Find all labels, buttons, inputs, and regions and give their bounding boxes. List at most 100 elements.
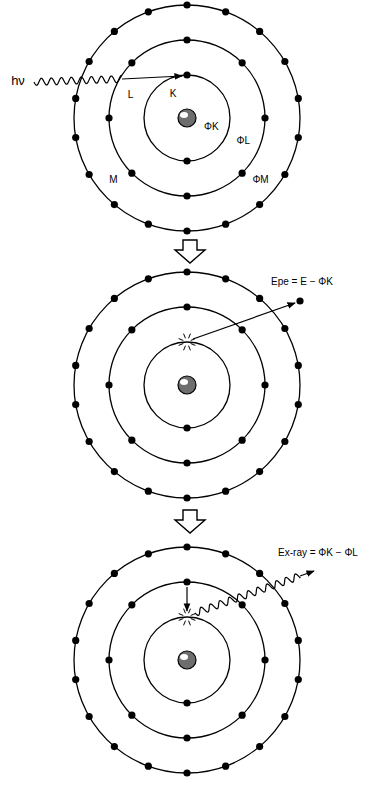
vacancy-burst	[184, 609, 186, 614]
electron	[222, 550, 229, 557]
electron	[295, 95, 302, 102]
electron-shell	[74, 272, 300, 498]
electron	[111, 468, 118, 475]
shell-label: M	[108, 174, 118, 186]
binding-energy-label: ΦK	[203, 121, 220, 133]
binding-energy-label: ΦM	[251, 174, 269, 186]
binding-energy-label: ΦL	[236, 135, 252, 147]
electron	[145, 221, 152, 228]
electron	[72, 676, 79, 683]
electron	[239, 59, 246, 66]
vacancy-burst	[191, 614, 196, 616]
electron	[105, 381, 112, 388]
electron	[295, 134, 302, 141]
vacancy-burst	[179, 619, 184, 621]
shell-label: L	[127, 89, 135, 101]
electron	[183, 699, 190, 706]
electron	[281, 438, 288, 445]
electron	[72, 637, 79, 644]
electron	[183, 578, 190, 585]
electron	[261, 656, 268, 663]
nucleus-highlight	[180, 654, 188, 660]
electron	[256, 201, 263, 208]
electron	[295, 676, 302, 683]
xray-wave	[195, 574, 300, 616]
electron	[111, 201, 118, 208]
nucleus-highlight	[180, 112, 188, 118]
electron	[281, 325, 288, 332]
electron	[295, 362, 302, 369]
electron	[256, 295, 263, 302]
electron	[239, 437, 246, 444]
step-arrow	[175, 510, 205, 533]
electron	[86, 325, 93, 332]
electron	[105, 114, 112, 121]
electron	[183, 494, 190, 501]
electron	[128, 326, 135, 333]
electron	[183, 36, 190, 43]
electron	[183, 157, 190, 164]
vacancy-burst	[179, 344, 184, 346]
vacancy-burst	[189, 334, 191, 339]
electron	[145, 8, 152, 15]
electron	[183, 268, 190, 275]
atoms	[72, 1, 302, 776]
electron	[72, 401, 79, 408]
electron	[222, 221, 229, 228]
vacancy-burst	[189, 346, 191, 351]
photon-arrow	[122, 76, 182, 79]
electron	[239, 601, 246, 608]
atom	[72, 1, 302, 234]
electron	[256, 468, 263, 475]
electron	[222, 8, 229, 15]
electron	[128, 712, 135, 719]
electron-shell	[109, 307, 265, 463]
electron	[183, 459, 190, 466]
electron	[295, 401, 302, 408]
electron-shell	[109, 40, 265, 196]
electron	[128, 437, 135, 444]
step-arrow	[175, 240, 205, 263]
electron	[222, 488, 229, 495]
photoelectron	[296, 297, 303, 304]
nucleus-highlight	[180, 379, 188, 385]
electron	[183, 543, 190, 550]
electron	[239, 712, 246, 719]
electron	[183, 227, 190, 234]
vacancy-burst	[184, 346, 186, 351]
electron	[256, 743, 263, 750]
electron	[128, 601, 135, 608]
electron	[239, 170, 246, 177]
photon-label: hν	[10, 73, 26, 88]
electron	[183, 192, 190, 199]
electron	[281, 713, 288, 720]
electron	[145, 275, 152, 282]
electron-shell	[144, 617, 230, 703]
vacancy-burst	[191, 344, 196, 346]
electron-shell	[109, 582, 265, 738]
vacancy-burst	[184, 621, 186, 626]
electron	[111, 28, 118, 35]
electron	[128, 170, 135, 177]
electron	[105, 656, 112, 663]
electron-shell	[144, 75, 230, 161]
electron	[183, 734, 190, 741]
electron	[183, 303, 190, 310]
atom	[72, 543, 302, 776]
electron	[145, 550, 152, 557]
nucleus	[178, 109, 196, 127]
electron	[86, 171, 93, 178]
electron	[281, 58, 288, 65]
electron	[256, 570, 263, 577]
electron	[183, 424, 190, 431]
vacancy-burst	[189, 621, 191, 626]
electron	[183, 71, 190, 78]
electron	[145, 763, 152, 770]
energy-equation: Ex-ray = ΦK − ΦL	[277, 547, 359, 559]
electron	[295, 637, 302, 644]
electron	[222, 275, 229, 282]
electron-shell	[144, 342, 230, 428]
electron	[145, 488, 152, 495]
